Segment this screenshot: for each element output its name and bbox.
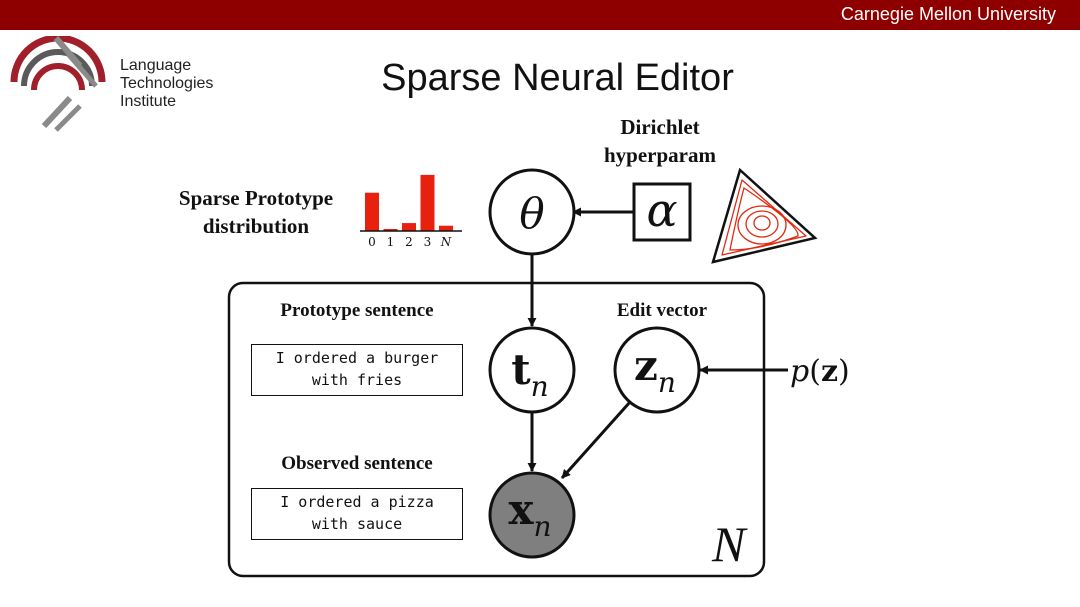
- histogram-bar: [365, 192, 379, 231]
- observed-sentence-label: Observed sentence: [281, 453, 433, 474]
- z-base: z: [634, 341, 658, 390]
- t-symbol: tn: [511, 345, 548, 403]
- prior-pz: p(z): [790, 354, 850, 389]
- edit-vector-label: Edit vector: [616, 300, 708, 321]
- plate-label: N: [711, 516, 748, 572]
- histogram-bar: [402, 223, 416, 231]
- observed-sentence-line: with sauce: [311, 515, 403, 533]
- theta-node: [488, 168, 576, 256]
- dirichlet-label: Dirichlet hyperparam: [580, 113, 740, 169]
- edge-z-x: [560, 400, 632, 480]
- t-base: t: [511, 345, 531, 394]
- x-node: [488, 471, 576, 559]
- prior-p: p: [790, 354, 809, 389]
- observed-sentence-box: I ordered a pizza with sauce: [251, 488, 463, 540]
- histogram-tick-label: 0: [368, 235, 376, 249]
- prototype-sentence-line: with fries: [311, 371, 403, 389]
- lti-logo: [10, 36, 106, 132]
- t-subscript: n: [531, 370, 549, 403]
- x-base: x: [508, 485, 534, 534]
- plate-box: [227, 281, 766, 578]
- z-node: [613, 326, 701, 414]
- sparse-prototype-label: Sparse Prototype distribution: [150, 184, 362, 240]
- prototype-sentence-line: I ordered a burger: [275, 349, 439, 367]
- dirichlet-label-line: hyperparam: [604, 143, 716, 167]
- prior-var: z: [821, 354, 838, 389]
- prototype-sentence-label: Prototype sentence: [280, 300, 434, 321]
- histogram-bar: [439, 225, 453, 231]
- dirichlet-label-line: Dirichlet: [620, 115, 700, 139]
- histogram-tick-label: 2: [405, 235, 413, 249]
- sparse-prototype-label-line: distribution: [202, 214, 310, 238]
- lti-line: Institute: [120, 93, 177, 110]
- sparse-prototype-label-line: Sparse Prototype: [178, 186, 334, 210]
- x-symbol: xn: [508, 485, 551, 543]
- lti-line: Technologies: [120, 75, 214, 92]
- histogram-tick-label: 1: [387, 235, 395, 249]
- z-symbol: zn: [634, 341, 676, 399]
- histogram-bar: [420, 174, 435, 231]
- dirichlet-simplex-icon: [711, 167, 818, 264]
- slide-title: Sparse Neural Editor: [381, 57, 734, 99]
- prototype-sentence-box: I ordered a burger with fries: [251, 344, 463, 396]
- university-name: Carnegie Mellon University: [840, 4, 1056, 24]
- theta-symbol: θ: [519, 189, 544, 238]
- z-subscript: n: [658, 366, 676, 399]
- header-bar: Carnegie Mellon University: [0, 0, 1080, 30]
- lti-line: Language: [120, 57, 192, 74]
- t-node: [488, 326, 576, 414]
- x-subscript: n: [534, 510, 552, 543]
- alpha-symbol: α: [646, 183, 677, 237]
- prior-close: ): [838, 354, 850, 389]
- histogram-tick-label: 3: [424, 235, 432, 249]
- histogram-tick-label: N: [440, 235, 452, 249]
- histogram-bar: [383, 229, 398, 231]
- observed-sentence-line: I ordered a pizza: [280, 493, 434, 511]
- alpha-node: [632, 182, 692, 242]
- lti-wordmark: Language Technologies Institute: [120, 57, 213, 111]
- prior-open: (: [809, 354, 821, 389]
